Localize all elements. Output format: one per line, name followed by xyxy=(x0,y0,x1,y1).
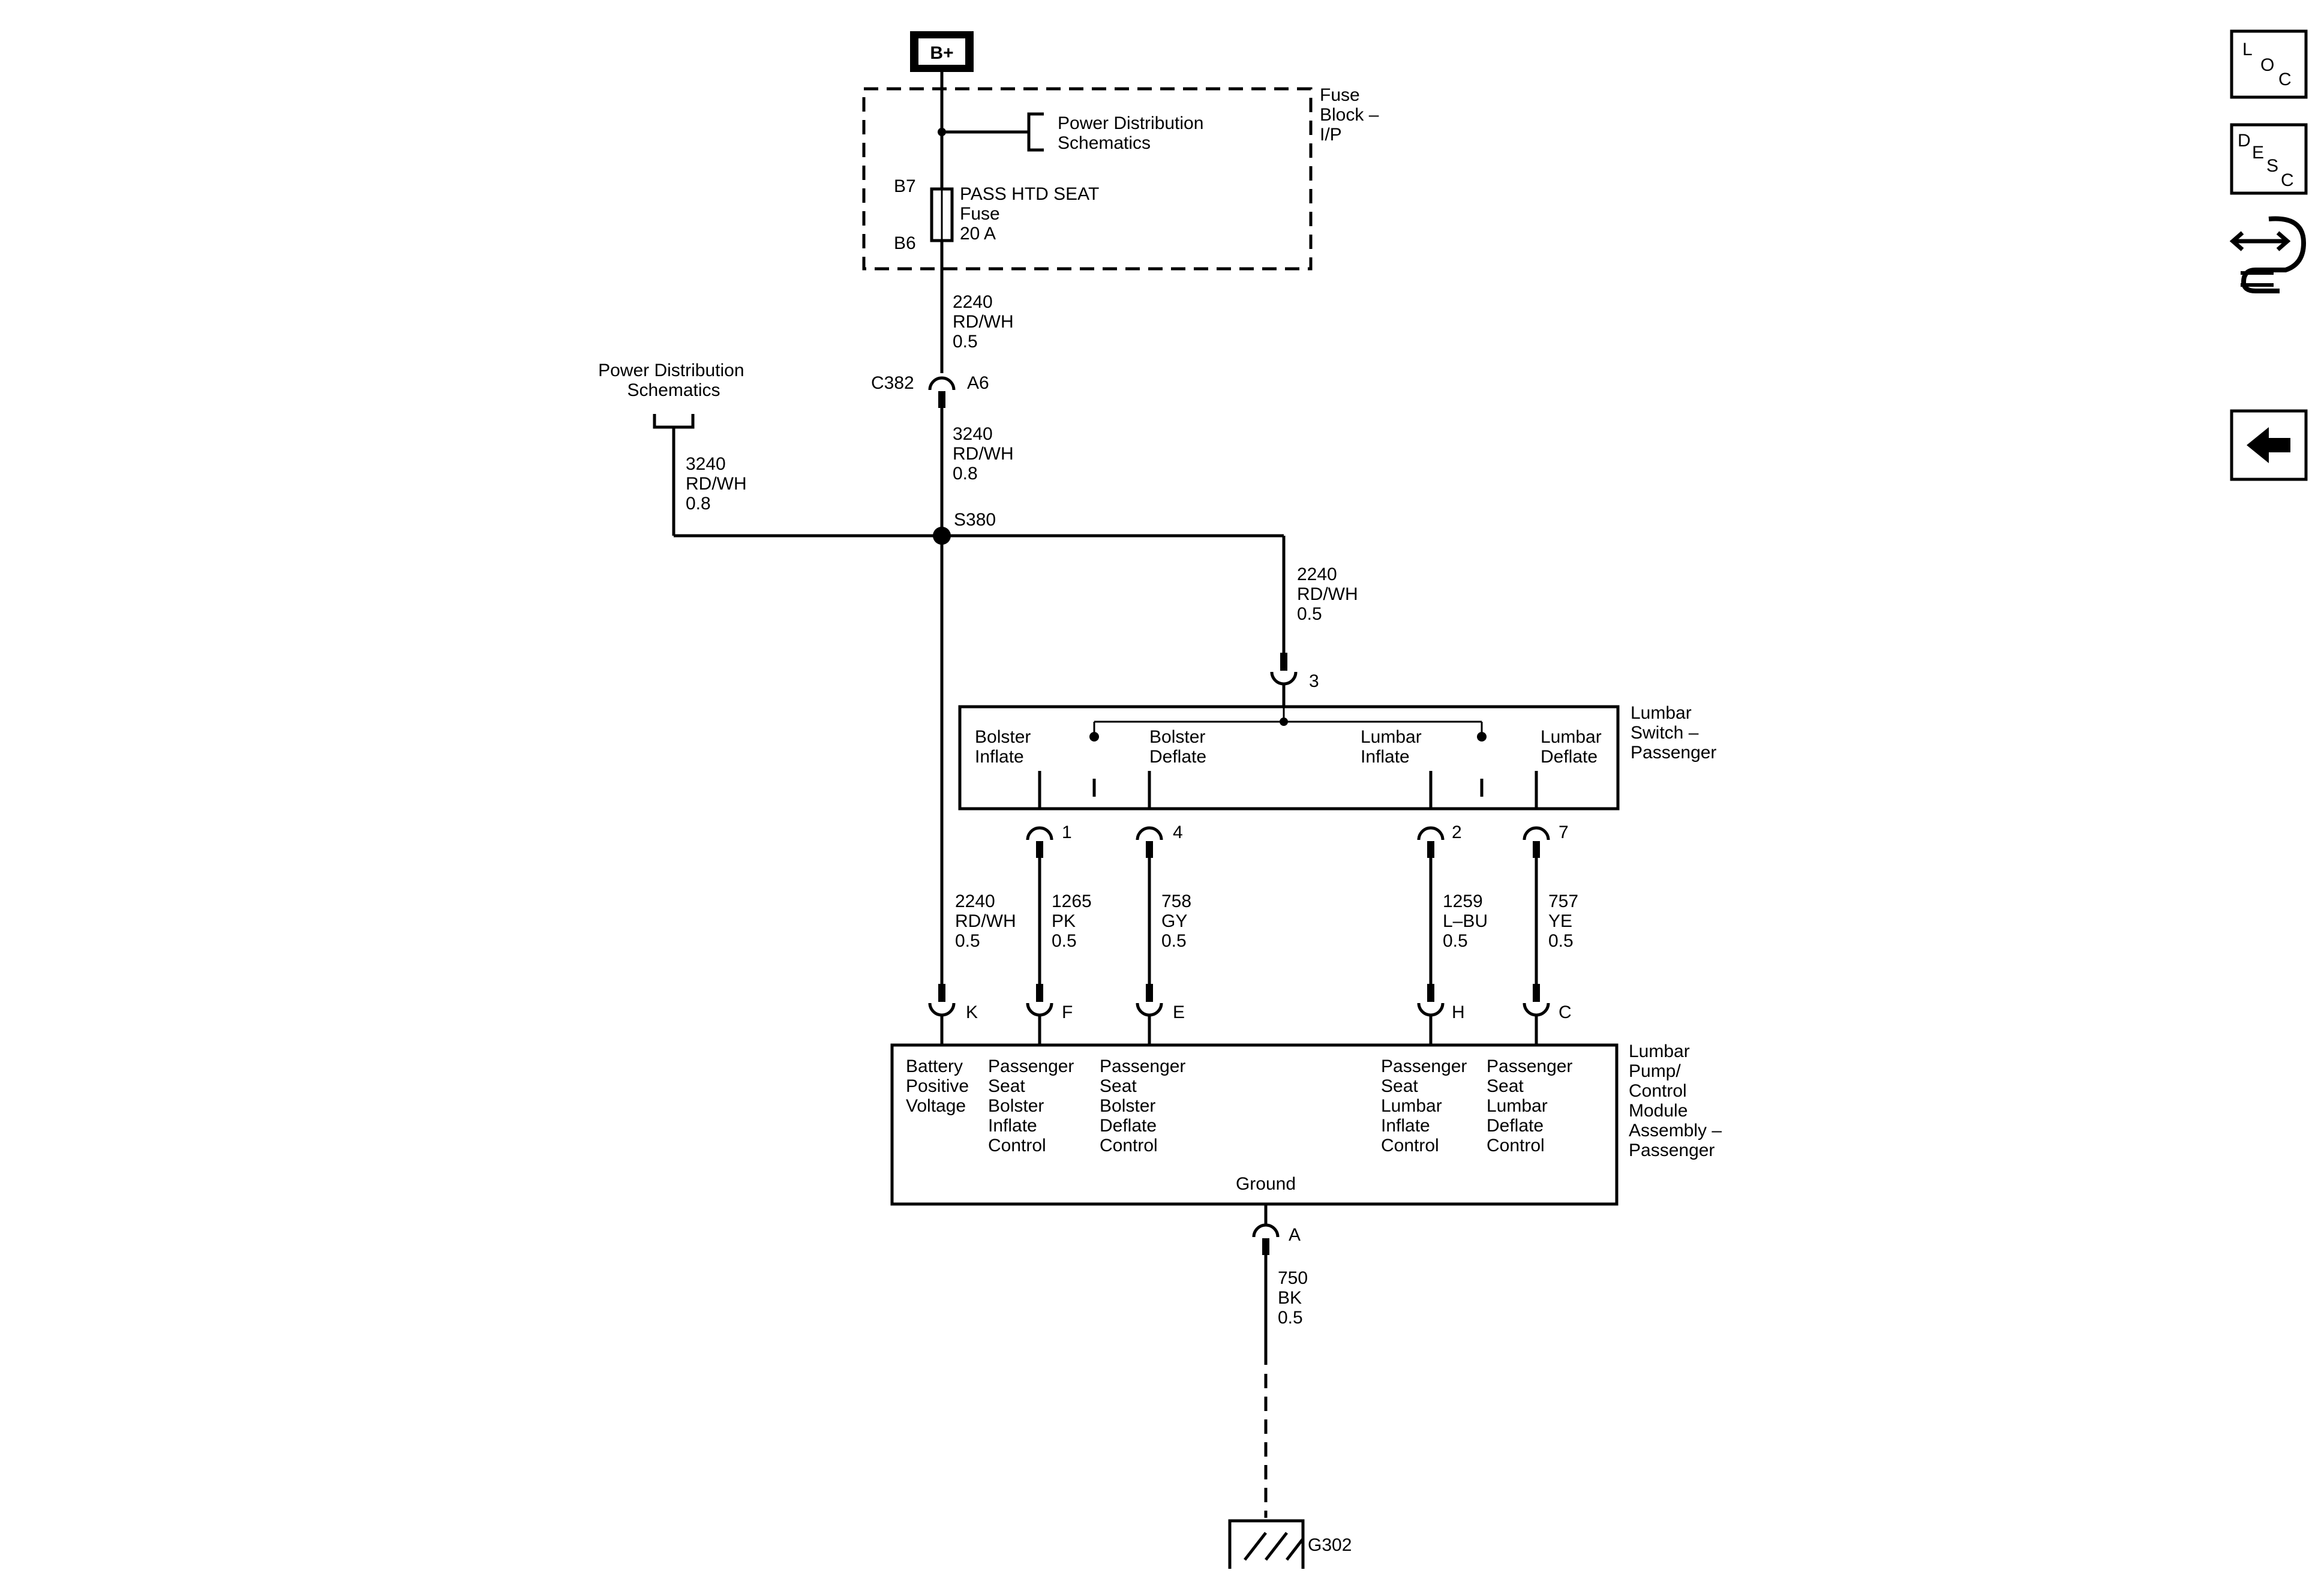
module-pin-k: K xyxy=(966,1002,978,1022)
wire-label-lbu: 1259 L–BU 0.5 xyxy=(1443,891,1493,951)
wire-label-pd-feed: 3240 RD/WH 0.8 xyxy=(686,454,752,514)
switch-output-connectors: 1 4 2 7 xyxy=(1026,822,1569,858)
desc-button[interactable]: D E S C xyxy=(2230,123,2308,195)
module-pin-c: C xyxy=(1559,1002,1572,1022)
module-label-lumbar-deflate: Passenger Seat Lumbar Deflate Control xyxy=(1487,1056,1578,1155)
loc-button[interactable]: L O C xyxy=(2230,29,2308,99)
svg-text:L: L xyxy=(2242,40,2253,59)
switch-feed-connector xyxy=(1270,671,1298,686)
left-power-distribution-ref: Power Distribution Schematics xyxy=(598,361,749,400)
module-label-bolster-deflate: Passenger Seat Bolster Deflate Control xyxy=(1100,1056,1191,1155)
power-distribution-ref-bracket xyxy=(1027,112,1044,152)
lumbar-pump-control-module: Lumbar Pump/ Control Module Assembly – P… xyxy=(890,1041,1727,1206)
wire-label-c382-out: 3240 RD/WH 0.8 xyxy=(953,424,1019,484)
switch-label-bolster-inflate: Bolster Inflate xyxy=(975,727,1036,767)
lumbar-switch-name: Lumbar Switch – Passenger xyxy=(1631,703,1716,763)
switch-label-lumbar-inflate: Lumbar Inflate xyxy=(1361,727,1427,767)
module-input-connectors: K F E H C xyxy=(928,984,1572,1045)
ground-g302-label: G302 xyxy=(1308,1535,1352,1555)
svg-text:E: E xyxy=(2252,143,2264,163)
fuse-block-power-distribution-ref: Power Distribution Schematics xyxy=(1058,113,1209,153)
battery-positive-label: B+ xyxy=(930,43,953,63)
ground-g302: G302 xyxy=(1228,1519,1352,1569)
svg-text:O: O xyxy=(2260,55,2274,75)
splice-s380-label: S380 xyxy=(954,510,996,530)
wire-label-switch-feed: 2240 RD/WH 0.5 xyxy=(1297,565,1363,624)
wire-label-module-feed: 2240 RD/WH 0.5 xyxy=(955,891,1021,951)
module-name: Lumbar Pump/ Control Module Assembly – P… xyxy=(1629,1041,1727,1160)
connector-c382: C382 A6 xyxy=(871,373,989,408)
module-pin-f: F xyxy=(1062,1002,1073,1022)
svg-text:C: C xyxy=(2278,70,2292,89)
module-label-ground: Ground xyxy=(1236,1174,1296,1194)
fuse-pin-b6: B6 xyxy=(894,233,916,253)
wire-label-ye: 757 YE 0.5 xyxy=(1548,891,1583,951)
svg-text:D: D xyxy=(2238,131,2251,151)
back-button[interactable] xyxy=(2230,409,2308,481)
switch-label-lumbar-deflate: Lumbar Deflate xyxy=(1541,727,1607,767)
wire-label-pk: 1265 PK 0.5 xyxy=(1052,891,1097,951)
wire-label-gy: 758 GY 0.5 xyxy=(1161,891,1196,951)
switch-pin-7: 7 xyxy=(1559,822,1569,842)
fuse-label: PASS HTD SEAT Fuse 20 A xyxy=(960,184,1104,244)
module-pin-e: E xyxy=(1173,1002,1185,1022)
pass-htd-seat-fuse: B7 B6 PASS HTD SEAT Fuse 20 A xyxy=(894,176,1104,253)
switch-label-bolster-deflate: Bolster Deflate xyxy=(1149,727,1211,767)
lumbar-switch-passenger: Lumbar Switch – Passenger Bolster Inflat… xyxy=(958,703,1716,810)
module-label-battery: Battery Positive Voltage xyxy=(906,1056,974,1116)
switch-feed-pin: 3 xyxy=(1309,671,1319,691)
connector-c382-pin: A6 xyxy=(967,373,989,393)
svg-text:S: S xyxy=(2266,156,2278,176)
module-label-bolster-inflate: Passenger Seat Bolster Inflate Control xyxy=(988,1056,1079,1155)
module-pin-a: A xyxy=(1289,1225,1301,1245)
module-label-lumbar-inflate: Passenger Seat Lumbar Inflate Control xyxy=(1381,1056,1472,1155)
fuse-block-name: Fuse Block – I/P xyxy=(1320,85,1384,145)
switch-pin-4: 4 xyxy=(1173,822,1183,842)
fuse-pin-b7: B7 xyxy=(894,176,916,196)
switch-pin-2: 2 xyxy=(1452,822,1462,842)
module-pin-h: H xyxy=(1452,1002,1465,1022)
module-ground-connector xyxy=(1252,1223,1280,1238)
battery-positive-source: B+ xyxy=(910,31,974,72)
left-power-distribution-bracket xyxy=(653,414,695,429)
connector-c382-label: C382 xyxy=(871,373,914,393)
connector-end-view-icon[interactable] xyxy=(2229,210,2308,300)
svg-text:C: C xyxy=(2281,170,2294,190)
wire-label-ground: 750 BK 0.5 xyxy=(1278,1268,1313,1328)
fuse-block-ip: Fuse Block – I/P xyxy=(862,85,1384,271)
switch-pin-1: 1 xyxy=(1062,822,1072,842)
back-arrow-icon xyxy=(2247,427,2290,463)
wire-label-fuse-out: 2240 RD/WH 0.5 xyxy=(953,292,1019,352)
